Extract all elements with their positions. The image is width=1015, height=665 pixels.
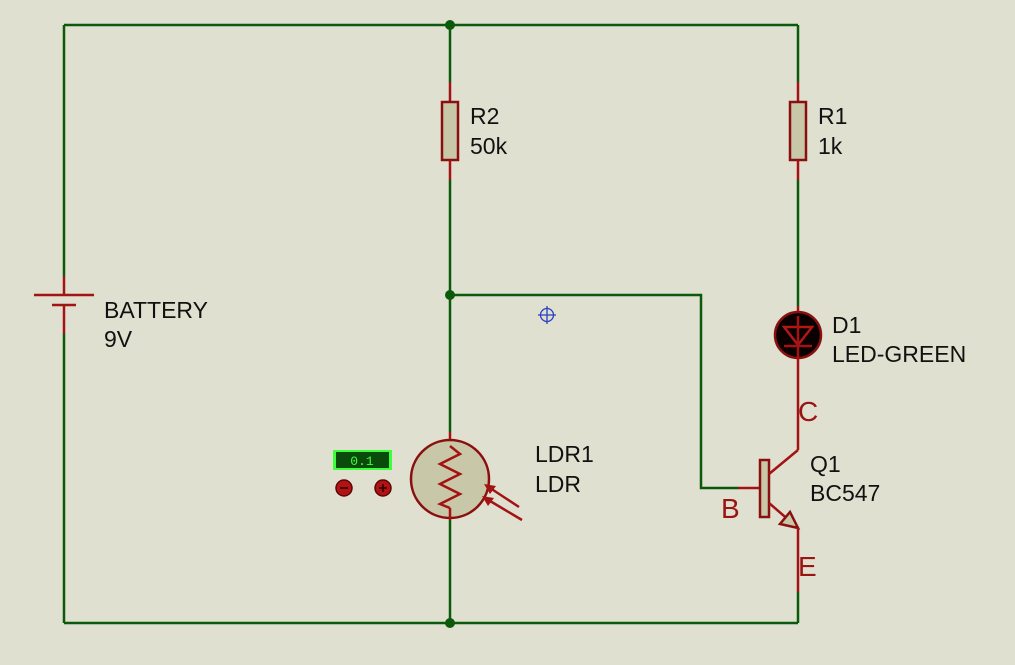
q1-ref-label: Q1 bbox=[810, 451, 841, 477]
battery-value-label: 9V bbox=[104, 326, 133, 352]
q1-value-label: BC547 bbox=[810, 480, 880, 506]
base-pin-label: B bbox=[721, 493, 740, 524]
led-d1-symbol[interactable] bbox=[773, 306, 823, 370]
ldr-ref-label: LDR1 bbox=[535, 441, 594, 467]
d1-ref-label: D1 bbox=[832, 312, 861, 338]
junction-dot bbox=[445, 20, 455, 30]
battery-symbol[interactable] bbox=[34, 276, 94, 334]
r1-ref-label: R1 bbox=[818, 103, 847, 129]
r2-ref-label: R2 bbox=[470, 103, 499, 129]
crosshair-icon bbox=[538, 306, 556, 324]
r1-value-label: 1k bbox=[818, 133, 843, 159]
increase-light-icon[interactable] bbox=[374, 479, 392, 497]
ldr-symbol[interactable] bbox=[409, 432, 523, 522]
ldr-value-label: LDR bbox=[535, 471, 581, 497]
transistor-q1-symbol[interactable] bbox=[738, 370, 801, 592]
wires bbox=[62, 23, 800, 625]
junction-dot bbox=[445, 290, 455, 300]
junctions bbox=[445, 20, 455, 628]
r2-value-label: 50k bbox=[470, 133, 508, 159]
light-level-meter: 0.1 bbox=[333, 450, 392, 470]
d1-value-label: LED-GREEN bbox=[832, 341, 966, 367]
collector-pin-label: C bbox=[798, 396, 818, 427]
resistor-r2-symbol[interactable] bbox=[440, 82, 460, 180]
battery-ref-label: BATTERY bbox=[104, 297, 208, 323]
junction-dot bbox=[445, 618, 455, 628]
decrease-light-icon[interactable] bbox=[335, 479, 353, 497]
wire-base-feed bbox=[450, 293, 738, 490]
emitter-pin-label: E bbox=[798, 551, 817, 582]
light-level-readout: 0.1 bbox=[350, 454, 374, 469]
resistor-r1-symbol[interactable] bbox=[788, 82, 808, 180]
